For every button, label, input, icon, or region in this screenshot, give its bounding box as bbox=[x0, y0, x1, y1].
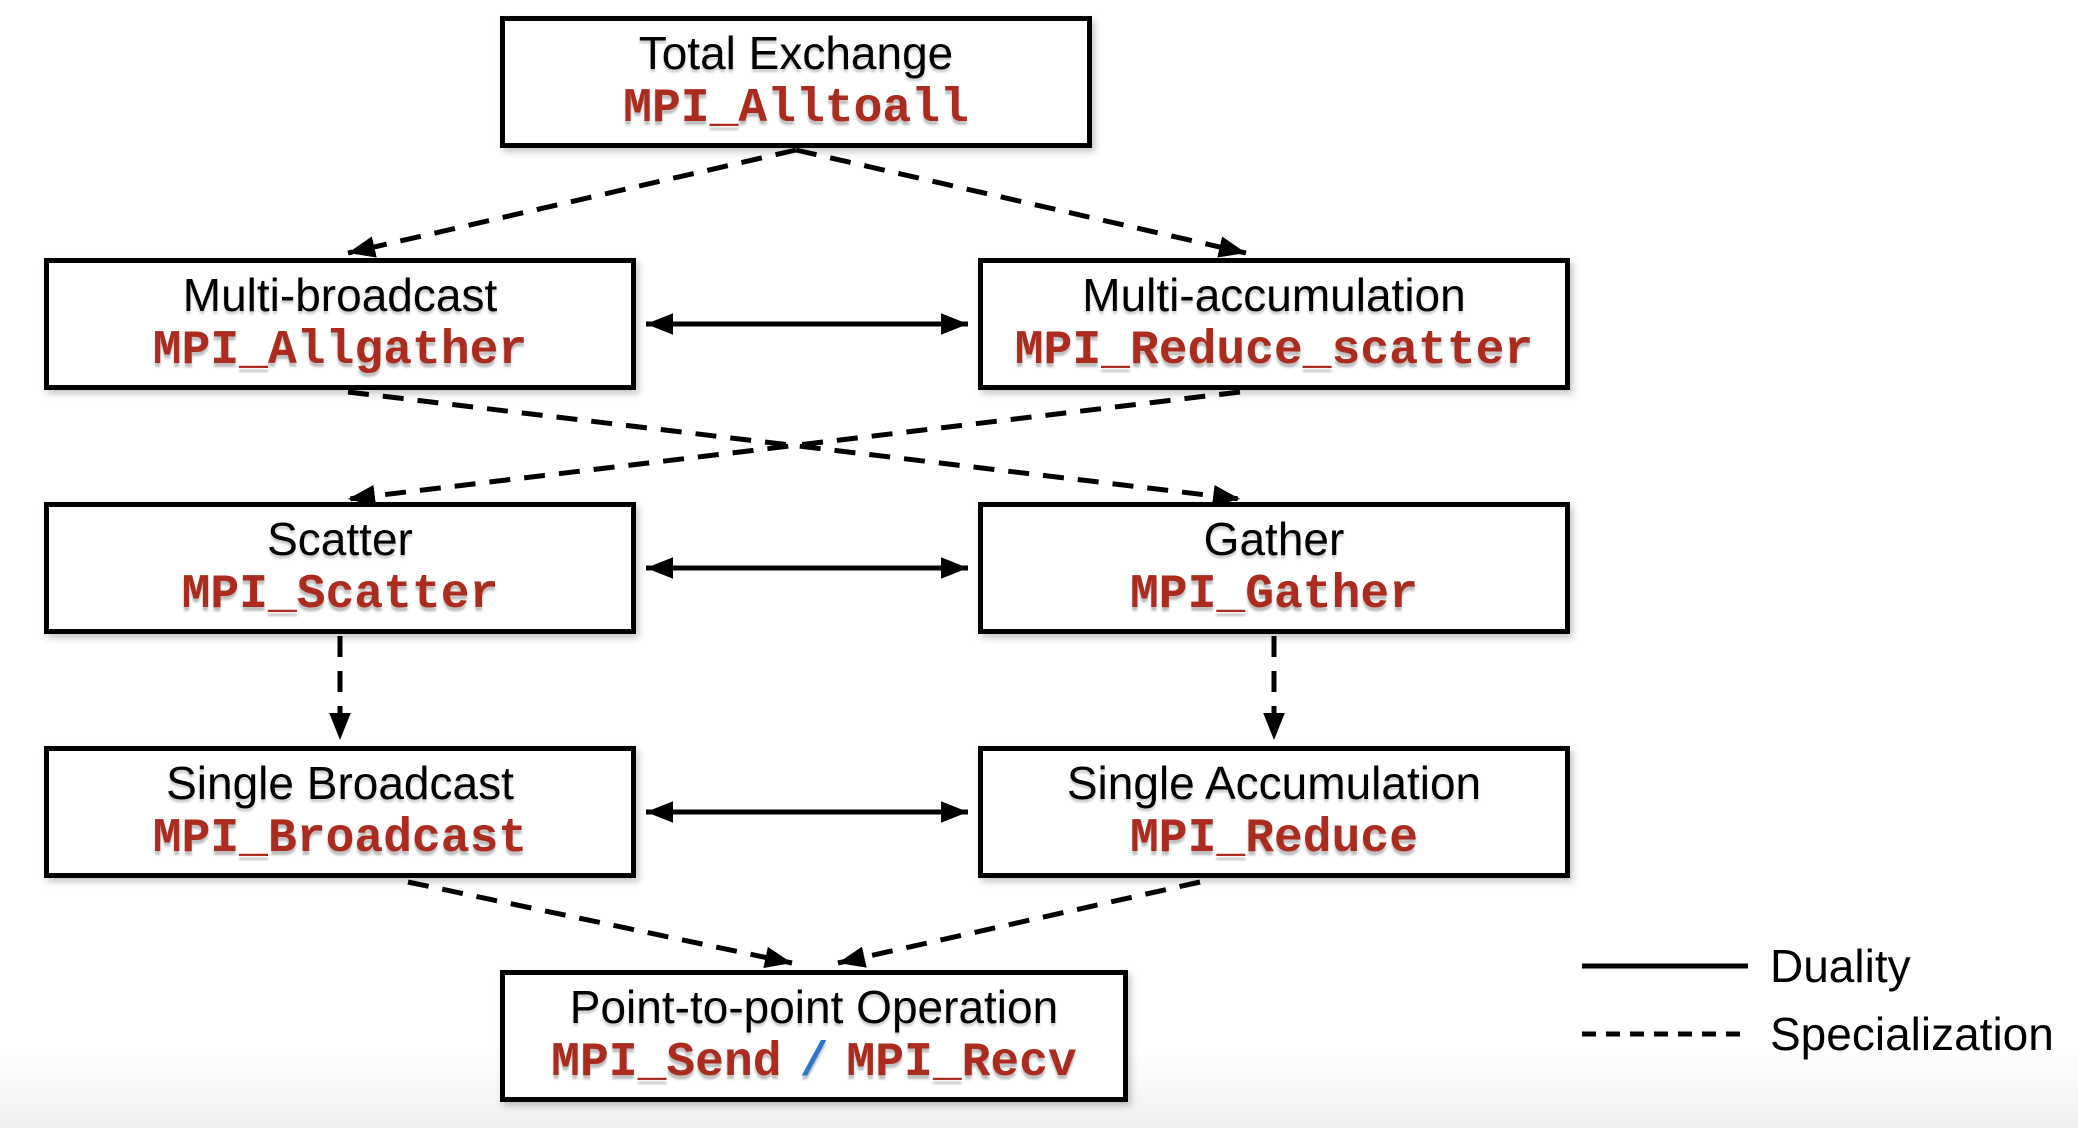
edge-multiaccumulation-to-scatter bbox=[347, 389, 1241, 507]
node-mpi-label: MPI_Gather bbox=[1129, 568, 1419, 622]
node-mpi-label: MPI_Allgather bbox=[152, 324, 528, 378]
edge-total-to-multibroadcast bbox=[347, 147, 797, 258]
node-title: Gather bbox=[1203, 513, 1345, 565]
node-point-to-point: Point-to-point Operation MPI_Send / MPI_Re… bbox=[500, 970, 1128, 1102]
legend-specialization-label: Specialization bbox=[1770, 1008, 2054, 1060]
node-mpi-label: MPI_Broadcast bbox=[152, 812, 528, 866]
edge-multibroadcast-to-gather bbox=[347, 389, 1241, 507]
mpi-slash-separator: / bbox=[799, 1036, 829, 1090]
node-single-accumulation: Single Accumulation MPI_Reduce bbox=[978, 746, 1570, 878]
mpi-recv-label: MPI_Recv bbox=[846, 1036, 1077, 1090]
node-title: Point-to-point Operation bbox=[569, 981, 1059, 1033]
node-single-broadcast: Single Broadcast MPI_Broadcast bbox=[44, 746, 636, 878]
node-title: Multi-broadcast bbox=[182, 269, 498, 321]
node-mpi-label: MPI_Reduce bbox=[1129, 812, 1419, 866]
node-mpi-label: MPI_Send / MPI_Recv bbox=[551, 1034, 1077, 1092]
node-title: Scatter bbox=[267, 513, 413, 565]
node-scatter: Scatter MPI_Scatter bbox=[44, 502, 636, 634]
node-title: Single Broadcast bbox=[166, 757, 514, 809]
node-title: Single Accumulation bbox=[1066, 757, 1482, 809]
edge-singleaccumulation-to-pointtopoint bbox=[837, 879, 1201, 968]
edge-singlebroadcast-to-pointtopoint bbox=[407, 879, 793, 968]
edge-total-to-multiaccumulation bbox=[795, 147, 1247, 258]
node-title: Total Exchange bbox=[638, 27, 954, 79]
legend-duality-label: Duality bbox=[1770, 940, 1911, 992]
node-multi-accumulation: Multi-accumulation MPI_Reduce_scatter bbox=[978, 258, 1570, 390]
node-mpi-label: MPI_Reduce_scatter bbox=[1014, 324, 1534, 378]
node-mpi-label: MPI_Scatter bbox=[181, 568, 499, 622]
node-gather: Gather MPI_Gather bbox=[978, 502, 1570, 634]
node-total-exchange: Total Exchange MPI_Alltoall bbox=[500, 16, 1092, 148]
node-mpi-label: MPI_Alltoall bbox=[623, 82, 969, 136]
mpi-send-label: MPI_Send bbox=[551, 1036, 782, 1090]
node-multi-broadcast: Multi-broadcast MPI_Allgather bbox=[44, 258, 636, 390]
node-title: Multi-accumulation bbox=[1082, 269, 1466, 321]
